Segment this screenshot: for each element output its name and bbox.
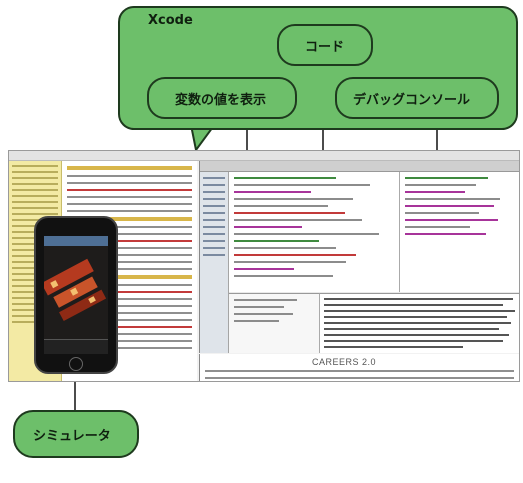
xcode-label: Xcode xyxy=(148,13,193,28)
iphone-simulator[interactable] xyxy=(34,216,118,374)
project-navigator[interactable] xyxy=(200,172,229,353)
debug-console[interactable] xyxy=(320,293,519,353)
simulator-callout: シミュレータ xyxy=(13,410,139,458)
careers-heading: CAREERS 2.0 xyxy=(312,357,377,367)
debug-console-label: デバッグコンソール xyxy=(353,93,471,108)
code-callout: コード xyxy=(277,24,373,66)
simulator-label: シミュレータ xyxy=(33,429,111,444)
simulator-tab-bar[interactable] xyxy=(44,339,108,354)
lower-document-pane: CAREERS 2.0 xyxy=(199,354,519,381)
app-artwork-image xyxy=(44,246,108,340)
variables-label: 変数の値を表示 xyxy=(175,93,267,108)
simulator-nav-bar xyxy=(44,236,108,246)
variables-callout: 変数の値を表示 xyxy=(147,77,297,119)
xcode-window xyxy=(199,161,519,353)
code-label: コード xyxy=(305,40,345,55)
debug-console-callout: デバッグコンソール xyxy=(335,77,499,119)
variables-view[interactable] xyxy=(229,293,320,353)
assistant-editor[interactable] xyxy=(400,172,519,292)
xcode-toolbar[interactable] xyxy=(200,161,519,172)
simulator-screen[interactable] xyxy=(44,236,108,354)
menu-bar xyxy=(9,151,519,161)
code-editor[interactable] xyxy=(229,172,400,292)
home-button[interactable] xyxy=(69,357,83,371)
